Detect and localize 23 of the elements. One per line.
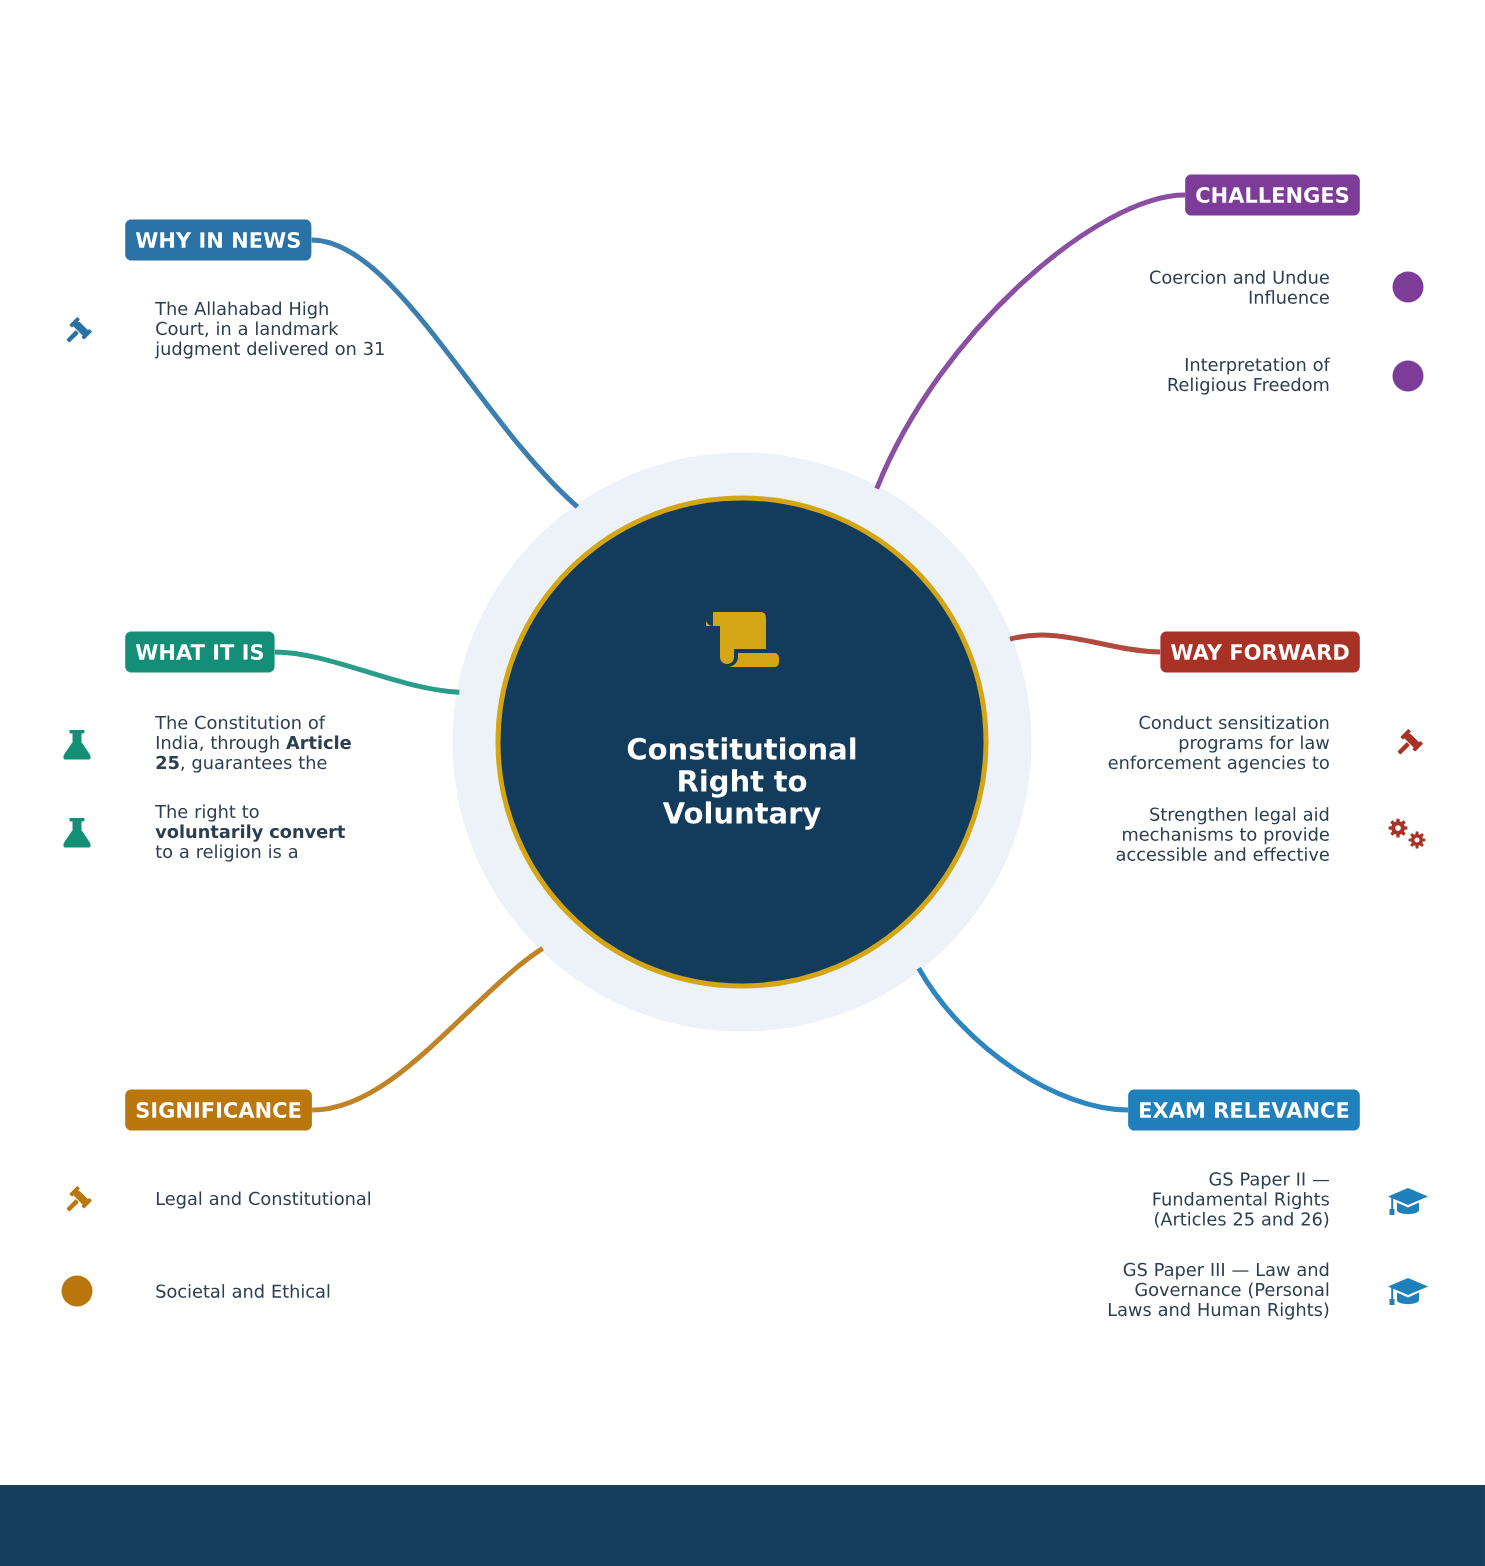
item-text: GS Paper III — Law and Governance (Personal Laws and Human Rights) — [1108, 1262, 1329, 1320]
connector-curve — [311, 237, 580, 509]
section-badge: WHY IN NEWS — [125, 219, 312, 261]
item-text: Coercion and Undue Influence — [1150, 270, 1329, 304]
connector-curve — [1009, 632, 1161, 655]
item-text: The Constitution of India, through Article 25, guarantees the — [155, 715, 351, 773]
item-text: Strengthen legal aid mechanisms to provide accessible and effective — [1116, 807, 1329, 861]
item-text: GS Paper II — Fundamental Rights (Articles 25 and 26) — [1153, 1172, 1329, 1228]
item-text: The right to voluntarily convert to a religion is a — [155, 804, 345, 862]
item-text: Legal and Constitutional — [156, 1191, 370, 1209]
connector-curve — [916, 966, 1129, 1113]
item-text: Conduct sensitization programs for law enforcement agencies to — [1108, 715, 1330, 773]
connector-curve — [311, 946, 545, 1113]
connector-curve — [874, 192, 1186, 490]
item-text: The Allahabad High Court, in a landmark judgment delivered on 31 — [154, 301, 384, 359]
item-text: Interpretation of Religious Freedom — [1168, 357, 1331, 395]
section-badge: SIGNIFICANCE — [125, 1089, 312, 1131]
section-badge: CHALLENGES — [1185, 174, 1360, 216]
section-badge: EXAM RELEVANCE — [1128, 1089, 1360, 1131]
item-text: Societal and Ethical — [156, 1284, 330, 1298]
section-badge: WHAT IT IS — [125, 631, 275, 673]
section-badge: WAY FORWARD — [1160, 631, 1360, 673]
connector-curve — [274, 649, 460, 695]
